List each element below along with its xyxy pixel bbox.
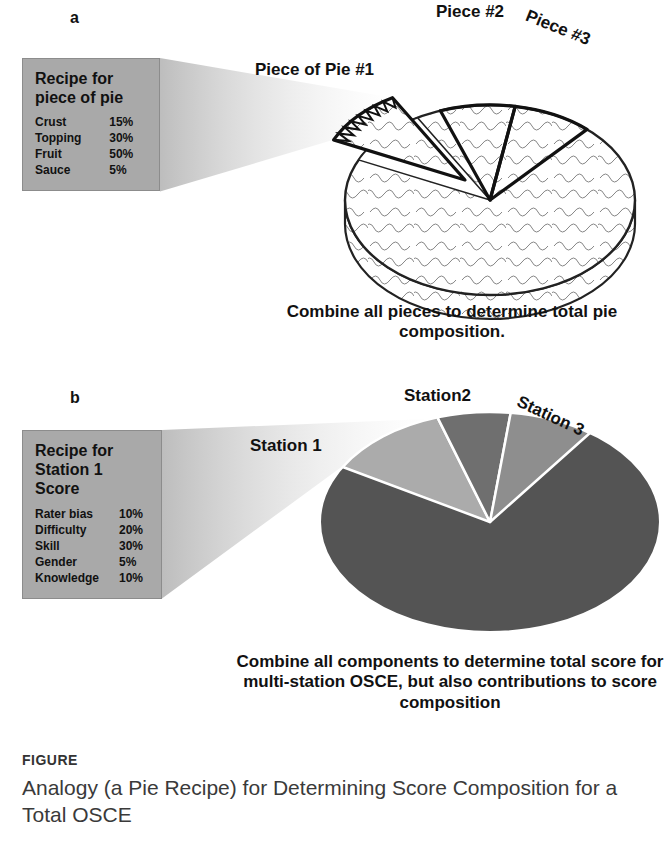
recipe-item: Rater bias (35, 507, 107, 522)
recipe-table: Crust 15% Topping 30% Fruit 50% Sauce 5% (35, 115, 149, 178)
pie-piece-one (334, 98, 465, 180)
recipe-item: Fruit (35, 147, 97, 162)
panel-letter: a (70, 8, 79, 27)
slice-label: Piece of Pie #1 (255, 60, 380, 80)
recipe-table: Rater bias 10% Difficulty 20% Skill 30% Gender… (35, 507, 151, 586)
slice-label: Station2 (404, 386, 471, 406)
slice-label: Piece #2 (436, 2, 504, 22)
recipe-percent: 5% (109, 163, 149, 178)
recipe-item: Knowledge (35, 571, 107, 586)
recipe-item: Difficulty (35, 523, 107, 538)
recipe-percent: 30% (119, 539, 151, 554)
recipe-item: Sauce (35, 163, 97, 178)
recipe-item: Skill (35, 539, 107, 554)
figure-tag: FIGURE (22, 752, 78, 769)
recipe-percent: 10% (119, 507, 151, 522)
recipe-percent: 20% (119, 523, 151, 538)
slice-label: Piece #3 (522, 6, 593, 50)
sketch-pie (334, 98, 635, 319)
recipe-box: Recipe for Station 1 ScoreRater bias 10% D… (22, 430, 162, 599)
panel-letter: b (70, 388, 80, 407)
pie-body (320, 412, 660, 632)
recipe-percent: 15% (109, 115, 149, 130)
pie-piece-outline (490, 106, 587, 200)
recipe-box: Recipe for piece of pieCrust 15% Topping 30… (22, 58, 160, 191)
recipe-heading: Recipe for piece of pie (35, 69, 149, 107)
recipe-item: Gender (35, 555, 107, 570)
panel-note: Combine all components to determine tota… (226, 652, 668, 713)
figure-caption: Analogy (a Pie Recipe) for Determining S… (22, 774, 652, 829)
recipe-percent: 50% (109, 147, 149, 162)
score-pie (320, 412, 660, 632)
panel-note: Combine all pieces to determine total pi… (282, 302, 622, 343)
slice-label: Station 1 (250, 436, 322, 456)
recipe-item: Topping (35, 131, 97, 146)
recipe-percent: 5% (119, 555, 151, 570)
recipe-heading: Recipe for Station 1 Score (35, 441, 151, 499)
crust-zigzag (334, 98, 396, 141)
recipe-percent: 30% (109, 131, 149, 146)
recipe-percent: 10% (119, 571, 151, 586)
recipe-item: Crust (35, 115, 97, 130)
pies (320, 98, 660, 632)
